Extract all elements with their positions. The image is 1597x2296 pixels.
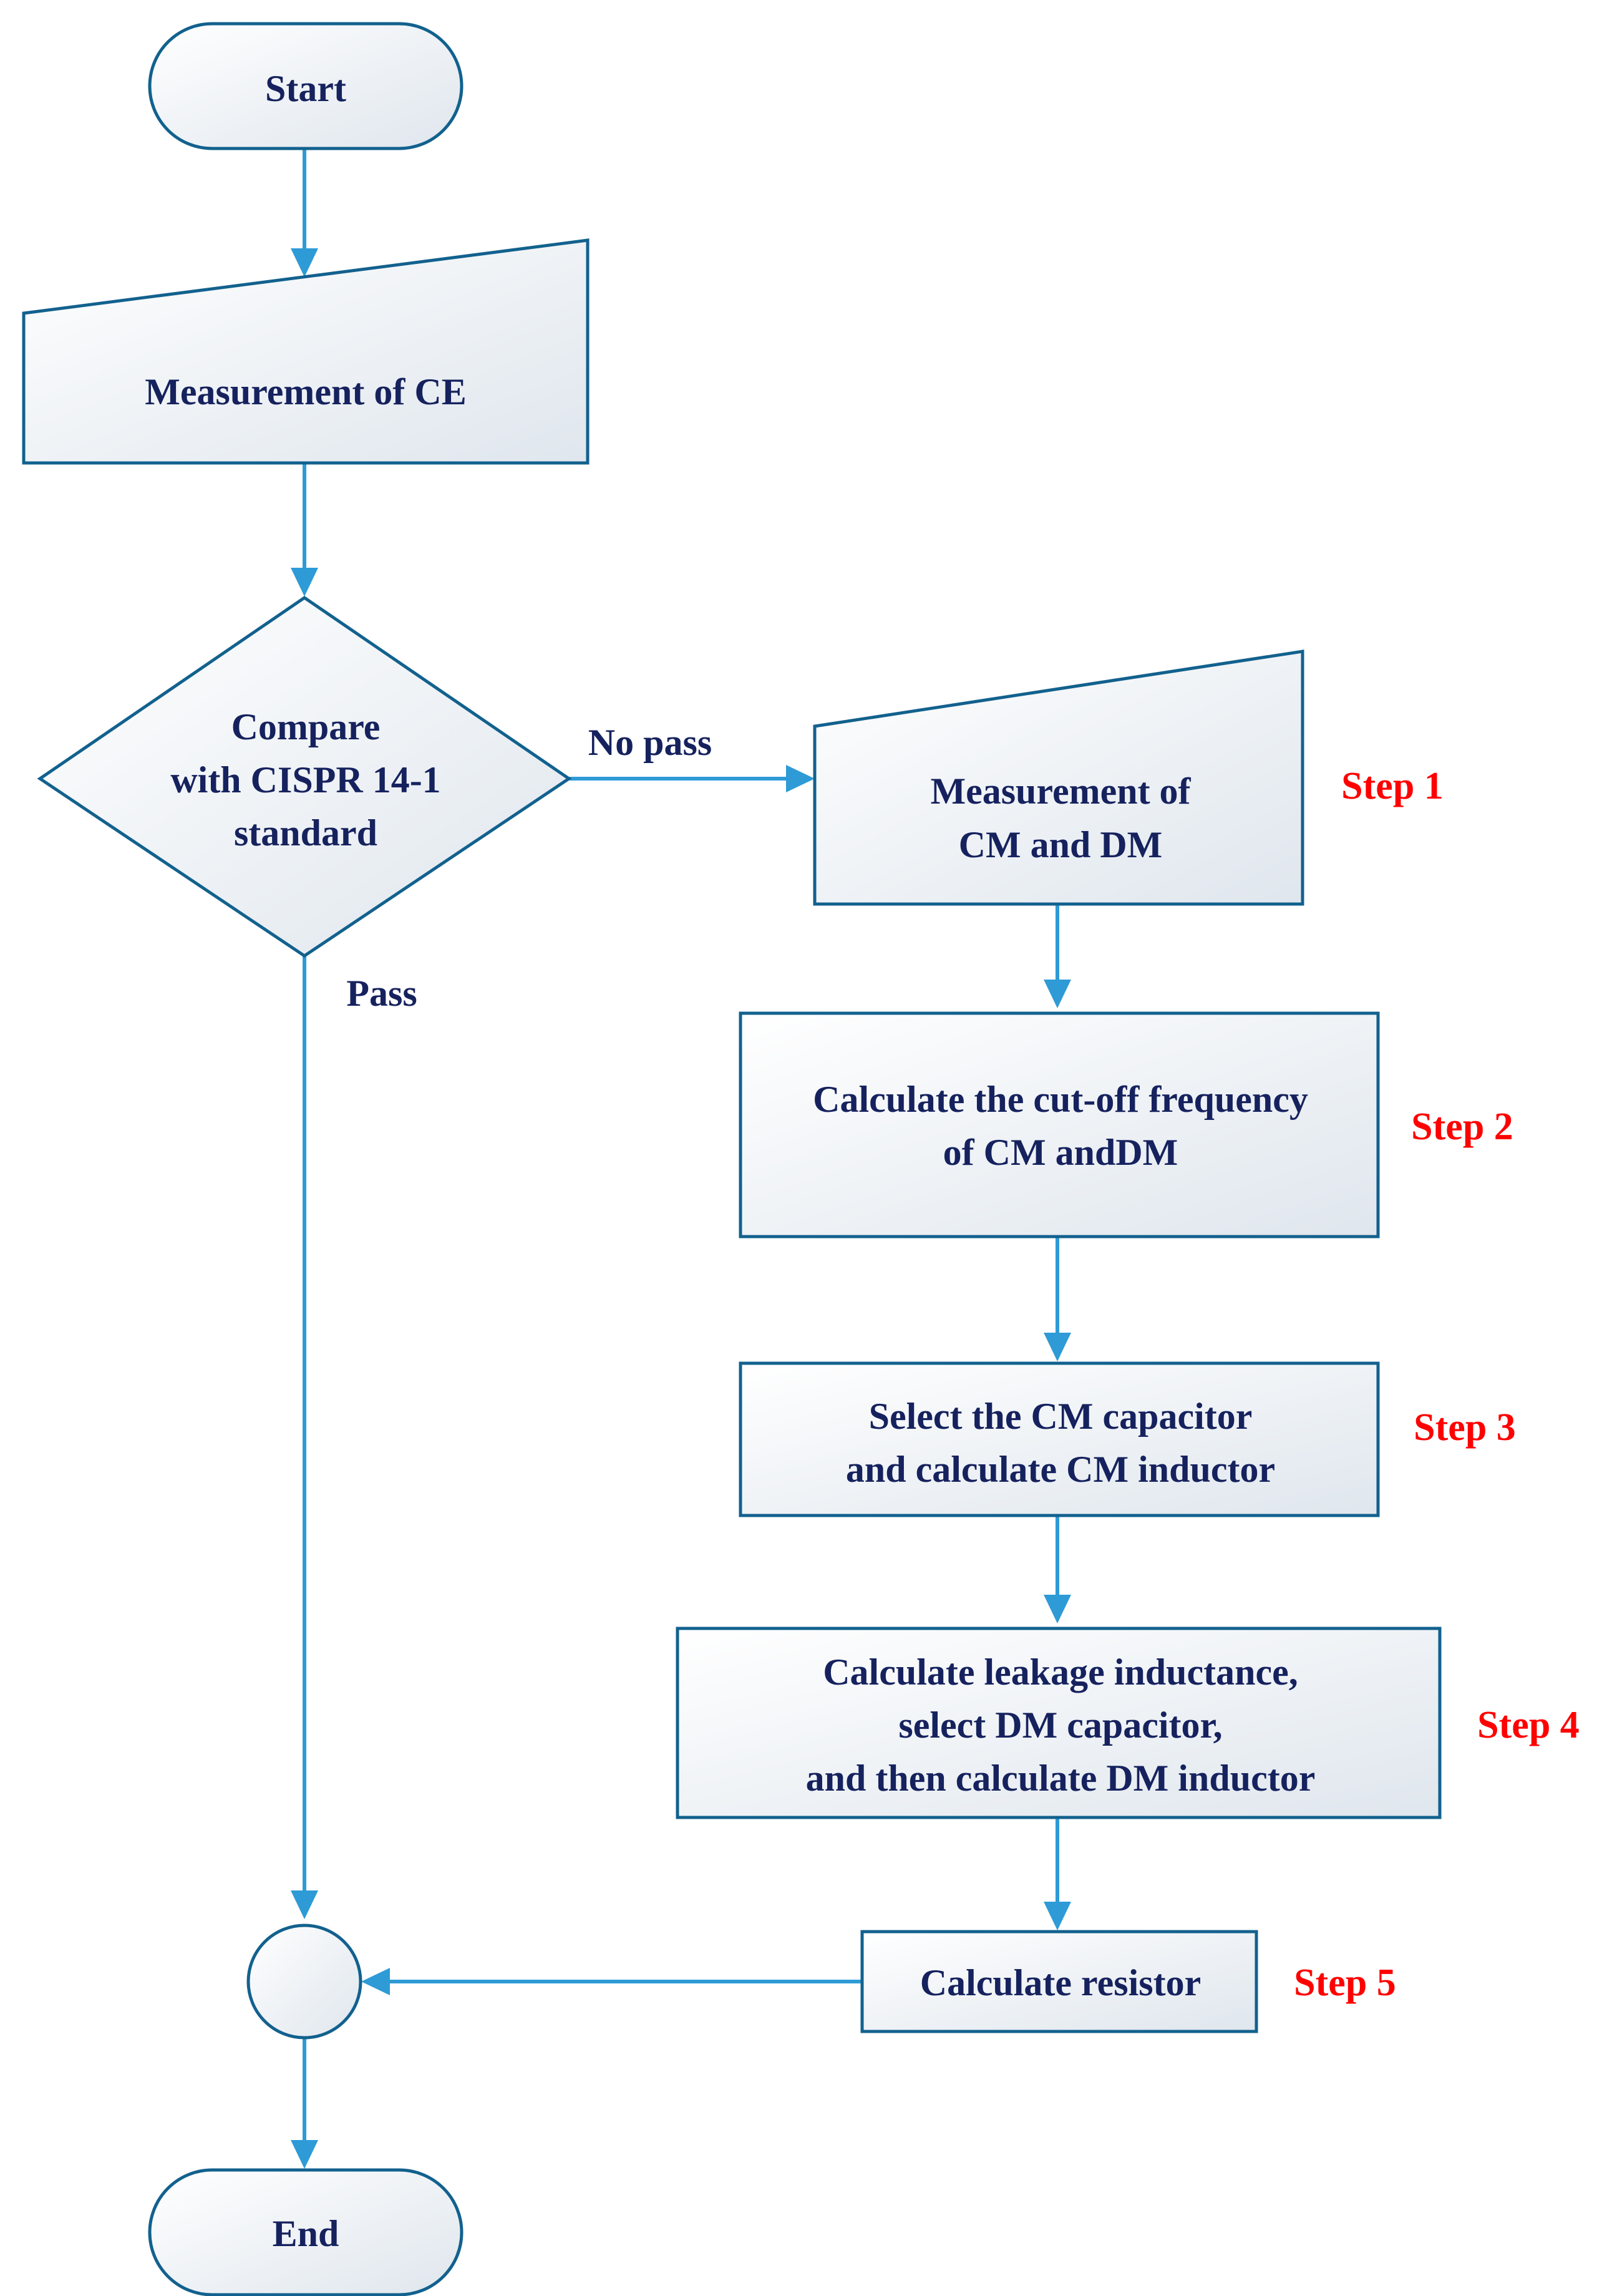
pass-label: Pass <box>346 973 417 1014</box>
arrowhead-icon <box>361 1968 390 1995</box>
measurement-cm-dm-line2: CM and DM <box>959 824 1163 865</box>
measurement-ce-label: Measurement of CE <box>145 371 466 412</box>
select-cm-node: Select the CM capacitor and calculate CM… <box>739 1361 1380 1517</box>
select-cm-line2: and calculate CM inductor <box>846 1449 1275 1490</box>
arrowhead-icon <box>291 2140 318 2169</box>
no-pass-label: No pass <box>588 722 712 763</box>
end-label: End <box>273 2213 339 2254</box>
arrowhead-icon <box>1044 1595 1071 1623</box>
start-label: Start <box>265 68 346 109</box>
compare-label-line3: standard <box>234 812 377 854</box>
merge-connector <box>246 1924 362 2040</box>
select-cm-line1: Select the CM capacitor <box>869 1396 1253 1437</box>
arrowhead-icon <box>1044 980 1071 1008</box>
step-2-label: Step 2 <box>1411 1106 1513 1148</box>
calc-leakage-line1: Calculate leakage inductance, <box>823 1651 1298 1693</box>
step-1-label: Step 1 <box>1341 765 1444 807</box>
step-5-label: Step 5 <box>1294 1962 1396 2004</box>
calc-leakage-node: Calculate leakage inductance, select DM … <box>676 1627 1442 1819</box>
arrowhead-icon <box>786 765 815 792</box>
measurement-cm-dm-node: Measurement of CM and DM <box>813 649 1304 906</box>
calc-leakage-line3: and then calculate DM inductor <box>806 1758 1316 1799</box>
end-node: End <box>148 2168 464 2296</box>
arrowhead-icon <box>291 568 318 596</box>
edges <box>291 148 1071 2169</box>
calc-resistor-node: Calculate resistor <box>860 1930 1258 2033</box>
arrowhead-icon <box>291 248 318 277</box>
arrowhead-icon <box>1044 1902 1071 1930</box>
calc-cutoff-line1: Calculate the cut-off frequency <box>813 1079 1308 1120</box>
compare-label-line2: with CISPR 14-1 <box>170 759 440 800</box>
step-4-label: Step 4 <box>1477 1704 1580 1746</box>
step-3-label: Step 3 <box>1414 1406 1516 1449</box>
calc-cutoff-node: Calculate the cut-off frequency of CM an… <box>739 1011 1380 1238</box>
arrowhead-icon <box>1044 1333 1071 1361</box>
start-node: Start <box>148 22 464 150</box>
arrowhead-icon <box>291 1890 318 1919</box>
calc-leakage-line2: select DM capacitor, <box>898 1705 1222 1746</box>
calc-resistor-label: Calculate resistor <box>920 1962 1201 2003</box>
measurement-ce-node: Measurement of CE <box>22 238 590 465</box>
compare-label-line1: Compare <box>231 706 381 747</box>
measurement-cm-dm-line1: Measurement of <box>930 771 1191 812</box>
calc-cutoff-line2: of CM andDM <box>943 1132 1178 1173</box>
compare-decision-node: Compare with CISPR 14-1 standard <box>37 595 572 958</box>
